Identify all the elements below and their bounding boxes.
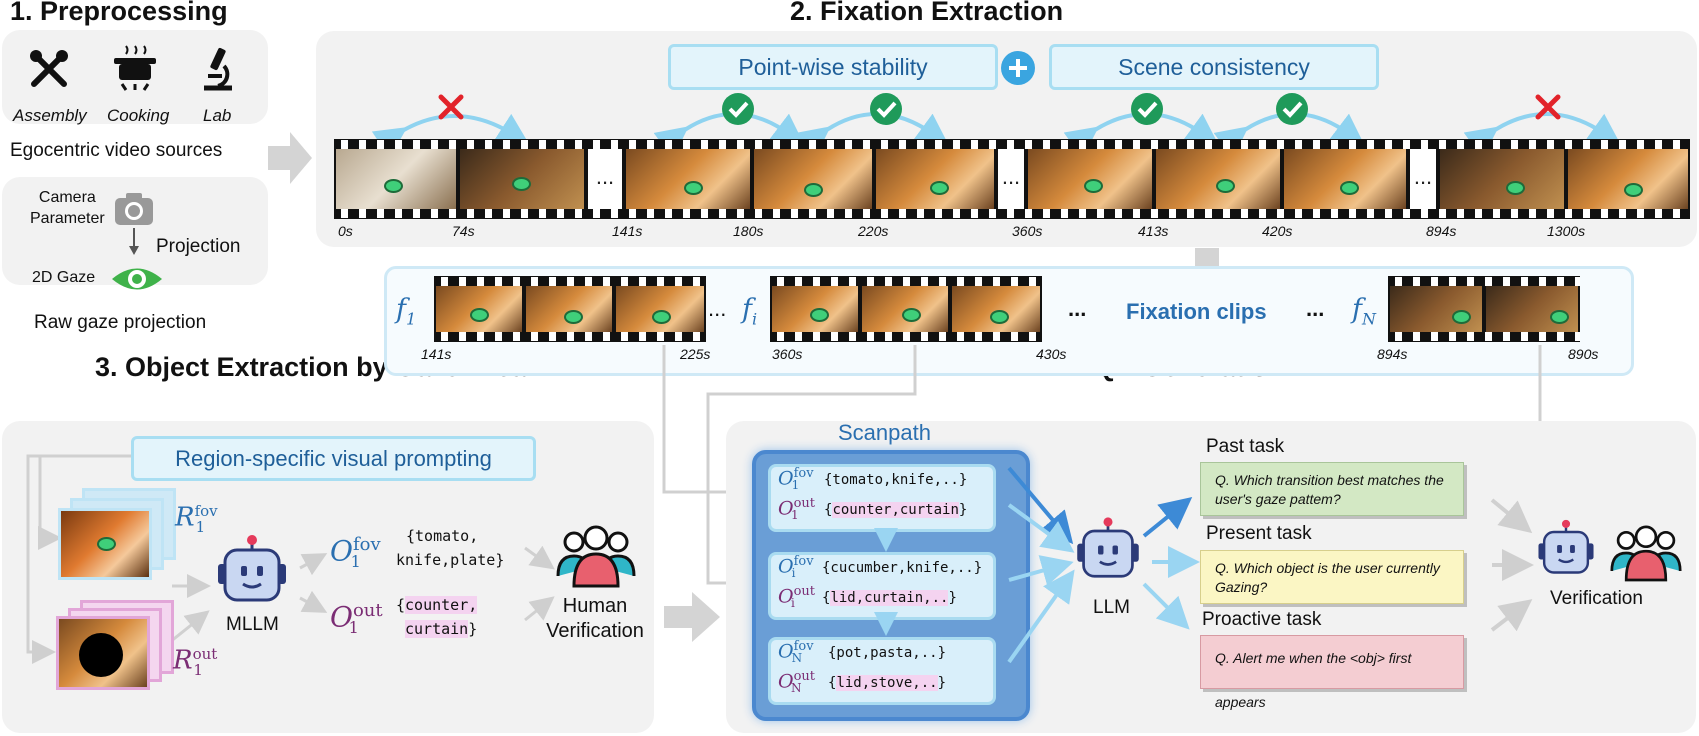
ellipsis: ...: [1306, 296, 1325, 321]
r-fov-label: Rfov1: [175, 502, 218, 536]
brace: {: [396, 596, 406, 614]
camera-icon: [115, 193, 153, 225]
clip-timestamp: 890s: [1568, 346, 1599, 362]
video-filmstrip: ... ... ...: [334, 139, 1690, 219]
timestamp: 180s: [733, 223, 764, 239]
mllm-label: MLLM: [226, 614, 279, 635]
o-out-symbol: Oout1: [330, 600, 383, 637]
brace: }: [468, 620, 478, 638]
timestamp: 141s: [612, 223, 643, 239]
flow-arrow-preprocessing: [268, 132, 312, 184]
proactive-task-title: Proactive task: [1202, 609, 1322, 630]
source-label-lab: Lab: [203, 106, 232, 125]
section-title-preprocessing: 1. Preprocessing: [10, 0, 228, 26]
verifier-robot-icon: [1538, 519, 1594, 574]
check-icon: [1276, 93, 1308, 125]
clip-timestamp: 360s: [772, 346, 803, 362]
camera-parameter-label: Camera Parameter: [30, 189, 105, 227]
clip-timestamp: 141s: [421, 346, 452, 362]
scan-fov-list: {tomato,knife,..}: [824, 472, 968, 488]
clip-filmstrip-1: [434, 276, 706, 342]
human-group-icon: [556, 525, 636, 588]
tools-icon: [30, 50, 68, 87]
fov-region-image: [58, 508, 152, 580]
present-task-card: Q. Which object is the user currently Ga…: [1200, 550, 1464, 604]
projection-label: Projection: [156, 236, 241, 257]
past-task-card: Q. Which transition best matches the use…: [1200, 462, 1464, 516]
r-out-label: Rout1: [173, 645, 218, 679]
point-wise-stability-tag: Point-wise stability: [668, 44, 998, 90]
cooking-pot-icon: [114, 45, 156, 91]
mllm-robot-icon: [218, 535, 286, 602]
out-object-list: {counter, curtain}: [396, 593, 478, 641]
check-icon: [722, 93, 754, 125]
clip-fi-label: fi: [742, 294, 758, 329]
llm-robot-icon: [1077, 517, 1139, 578]
fixation-clips-label: Fixation clips: [1126, 299, 1267, 324]
clip-f1-label: f1: [396, 294, 417, 329]
fov-list-line: {tomato,: [406, 527, 479, 545]
present-task-title: Present task: [1206, 523, 1312, 544]
scanpath-title: Scanpath: [838, 420, 931, 445]
check-icon: [1131, 93, 1163, 125]
cross-icon: [1535, 94, 1561, 120]
clip-filmstrip-i: [770, 276, 1042, 342]
video-sources-caption: Egocentric video sources: [10, 140, 223, 161]
timestamp: 420s: [1262, 223, 1293, 239]
scan-out-list: lid,curtain,..: [830, 590, 949, 606]
ellipsis: ...: [588, 149, 622, 209]
scan-out-list: counter,curtain: [832, 502, 959, 518]
timestamp: 894s: [1426, 223, 1457, 239]
o-fov-symbol: Ofov1: [330, 534, 381, 571]
timestamp: 1300s: [1547, 223, 1586, 239]
past-task-title: Past task: [1206, 436, 1285, 457]
scan-fov-list: {pot,pasta,..}: [828, 645, 947, 661]
section-title-fixation: 2. Fixation Extraction: [790, 0, 1064, 26]
plus-icon: [1001, 51, 1035, 85]
eye-icon: [112, 268, 162, 290]
ellipsis: ...: [1068, 296, 1087, 321]
timestamp: 360s: [1012, 223, 1043, 239]
out-list-line: counter,: [405, 596, 478, 614]
fov-list-line: knife,plate}: [396, 551, 505, 569]
check-icon: [870, 93, 902, 125]
scene-consistency-tag: Scene consistency: [1049, 44, 1379, 90]
scanpath-entry: Ofov1 {tomato,knife,..} Oout1 {counter,c…: [768, 464, 1006, 532]
visual-prompting-tag: Region-specific visual prompting: [131, 436, 536, 481]
source-label-cooking: Cooking: [107, 106, 170, 125]
fov-object-list: {tomato, knife,plate}: [396, 524, 504, 572]
ellipsis: ...: [708, 296, 727, 321]
clip-timestamp: 430s: [1036, 346, 1067, 362]
timestamp: 220s: [858, 223, 889, 239]
timestamp: 413s: [1138, 223, 1169, 239]
proactive-task-card: Q. Alert me when the <obj> first appears: [1200, 635, 1464, 710]
projection-arrow: [129, 228, 139, 255]
scanpath-entry: Ofovi {cucumber,knife,..} Oouti {lid,cur…: [768, 552, 1006, 620]
source-label-assembly: Assembly: [13, 106, 87, 125]
out-region-image: [56, 616, 150, 690]
raw-gaze-caption: Raw gaze projection: [34, 312, 207, 333]
clip-timestamp: 894s: [1377, 346, 1408, 362]
clip-filmstrip-n: [1388, 276, 1580, 342]
scan-out-list: lid,stove,..: [836, 675, 938, 691]
gaze-label: 2D Gaze: [32, 269, 96, 286]
scanpath-entry: OfovN {pot,pasta,..} OoutN {lid,stove,..…: [768, 637, 1006, 705]
timestamp: 74s: [452, 223, 475, 239]
verification-label: Verification: [1550, 588, 1643, 609]
human-verification-label: Human Verification: [546, 595, 644, 642]
cross-icon: [438, 94, 464, 120]
timestamp: 0s: [338, 223, 353, 239]
scan-fov-list: {cucumber,knife,..}: [822, 560, 983, 576]
flow-arrow-object: [664, 592, 720, 642]
clip-timestamp: 225s: [680, 346, 711, 362]
clip-fn-label: fN: [1352, 294, 1376, 329]
ellipsis: ...: [1410, 149, 1436, 209]
ellipsis: ...: [998, 149, 1024, 209]
microscope-icon: [204, 47, 232, 91]
llm-label: LLM: [1093, 597, 1130, 618]
human-group-icon: [1610, 525, 1682, 582]
out-list-line: curtain: [405, 620, 469, 638]
